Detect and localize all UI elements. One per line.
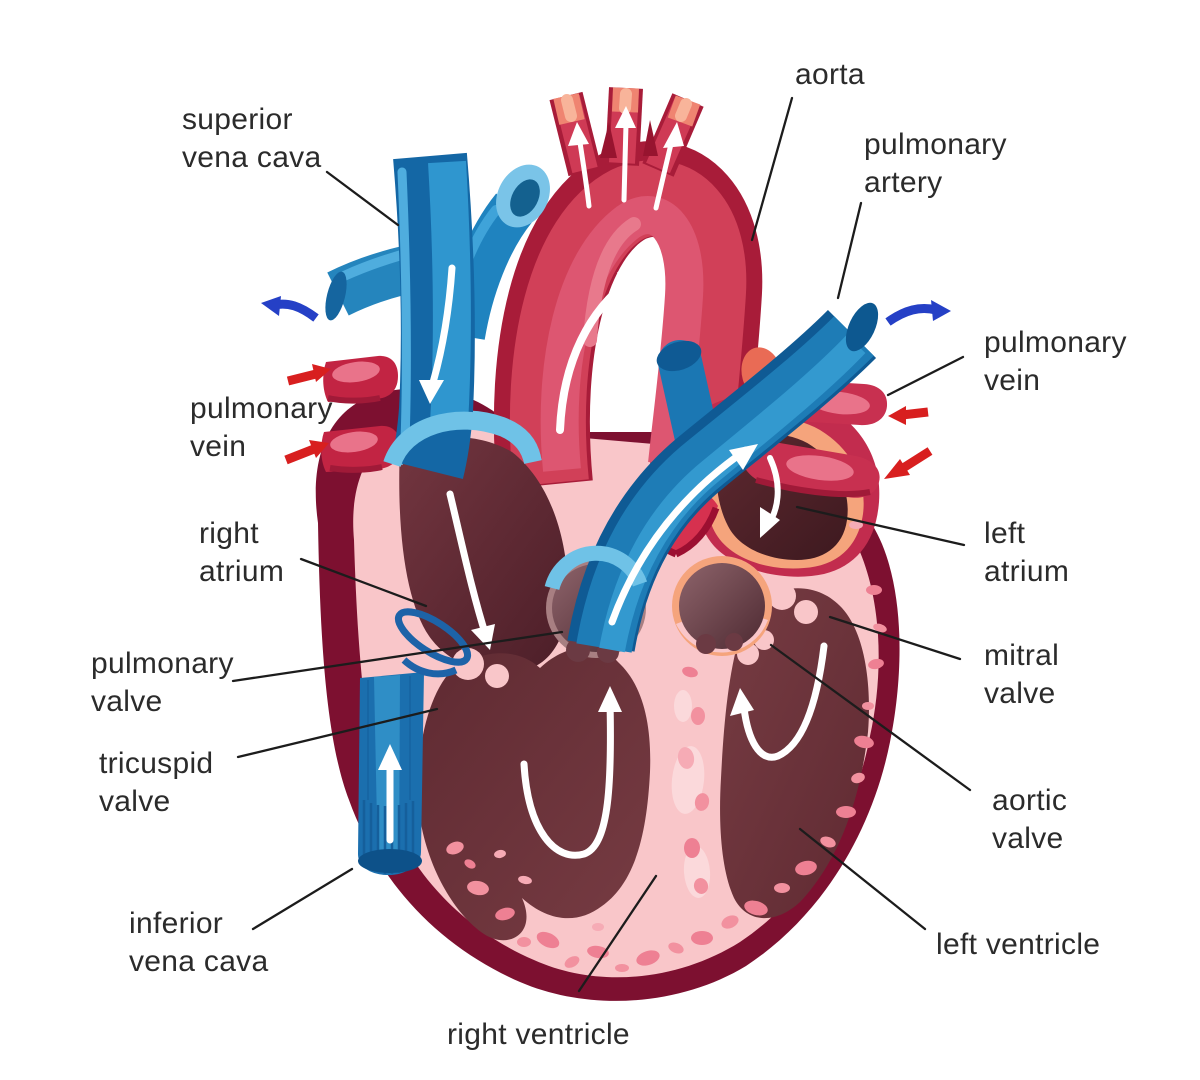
pulmonary-artery-vessel: [544, 302, 879, 653]
leader-right-atrium: [299, 557, 428, 608]
red-flow-in-right-bottom-arrow: [897, 447, 933, 474]
leader-left-ventricle: [798, 827, 927, 931]
leader-left-atrium: [795, 505, 966, 547]
blue-flow-out-left-arrow: [273, 299, 319, 322]
right-ventricle-flow-arrow: [520, 698, 614, 859]
leader-pulmonary-artery: [836, 201, 863, 300]
red-flow-in-right-top-arrow: [901, 407, 929, 420]
leader-tricuspid-valve: [236, 707, 439, 759]
label-right-ventricle: right ventricle: [447, 1018, 630, 1051]
leader-right-ventricle: [577, 874, 658, 993]
label-left-ventricle: left ventricle: [936, 928, 1101, 961]
left-ventricle-cavity: [720, 588, 869, 919]
tricuspid-valve-leaflets: [452, 648, 509, 688]
leader-mitral-valve: [828, 615, 962, 661]
aorta-flow-arrow: [556, 276, 634, 434]
left-ventricle-flow-arrow: [740, 642, 828, 761]
pulmonary-veins-left: [321, 355, 400, 473]
right-ventricle-cavity: [417, 647, 651, 941]
leader-aortic-valve: [769, 643, 972, 792]
pulmonary-artery-flow-arrow: [608, 446, 750, 626]
red-flow-in-left-bottom-arrow: [284, 444, 316, 465]
svc-flow-arrow: [428, 264, 456, 390]
superior-vena-cava-vessel: [325, 152, 550, 479]
cut-vessel-ring: [394, 608, 472, 678]
red-flow-in-left-top-arrow: [286, 369, 318, 386]
label-aorta: aorta: [795, 58, 865, 91]
leader-pulmonary-valve: [231, 630, 564, 683]
right-atrium-flow-arrow: [446, 490, 490, 640]
aorta-branch2-flow-arrow: [621, 121, 629, 203]
leader-inferior-vena-cava: [251, 867, 354, 931]
leader-aorta: [750, 96, 794, 242]
leader-pulmonary-vein-right: [886, 355, 965, 397]
muscle-speckles: [446, 521, 887, 972]
leader-superior-vena-cava: [325, 170, 400, 227]
leader-lines: [231, 96, 972, 993]
external-flow-arrows: [261, 296, 951, 479]
blue-flow-out-right-arrow: [885, 304, 938, 326]
